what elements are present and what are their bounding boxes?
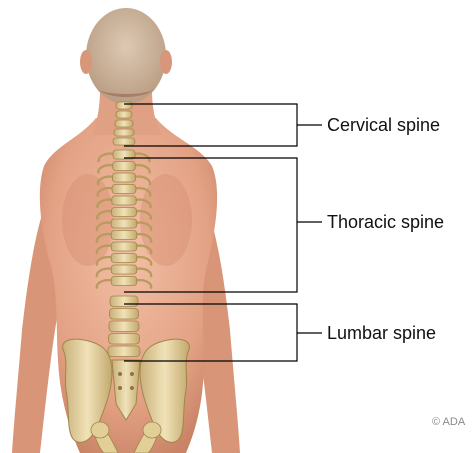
lumbar-vertebra	[109, 321, 139, 332]
thoracic-vertebra	[111, 242, 137, 251]
lumbar-vertebrae	[108, 296, 140, 357]
thoracic-vertebra	[112, 185, 136, 194]
thoracic-vertebra	[111, 265, 137, 274]
thoracic-vertebra	[112, 173, 135, 182]
lumbar-vertebra	[109, 334, 140, 345]
thoracic-vertebra	[112, 208, 137, 217]
thoracic-vertebra	[111, 277, 137, 286]
thoracic-spine-label: Thoracic spine	[327, 212, 444, 232]
thoracic-vertebra	[112, 196, 136, 205]
lumbar-vertebra	[110, 309, 139, 320]
thoracic-vertebra	[111, 219, 137, 228]
thoracic-vertebra	[111, 231, 137, 240]
head	[80, 8, 172, 104]
copyright-notice: © ADA	[432, 416, 465, 428]
thoracic-vertebra	[113, 162, 136, 171]
thoracic-vertebra	[111, 254, 137, 263]
cervical-spine-label: Cervical spine	[327, 115, 440, 135]
lumbar-vertebra	[110, 296, 138, 307]
lumbar-spine-label: Lumbar spine	[327, 323, 436, 343]
lumbar-vertebra	[108, 346, 140, 357]
